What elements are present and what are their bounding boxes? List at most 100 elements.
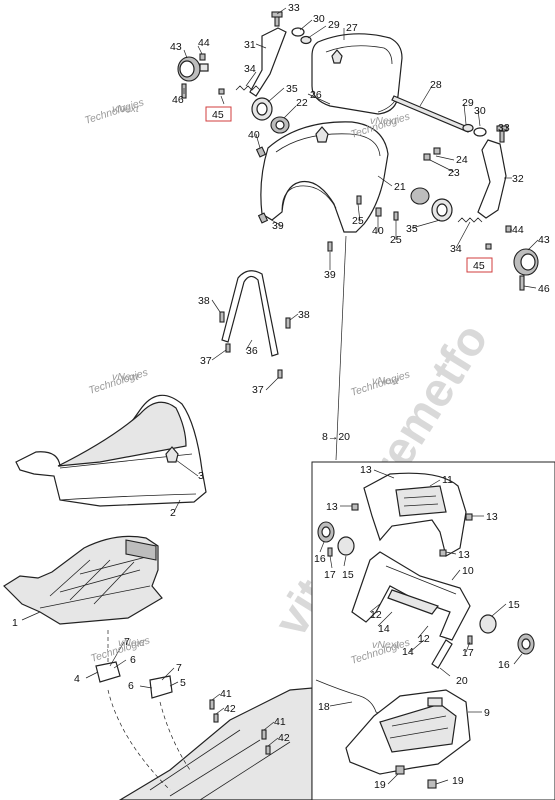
screw-25-b (393, 211, 399, 221)
inset-screw-13-b (465, 513, 473, 521)
callout-30: 30 (313, 13, 325, 25)
bearing-right (410, 187, 430, 205)
latch-right (431, 198, 453, 222)
callout-22: 22 (296, 97, 308, 109)
callout-13: 13 (360, 464, 372, 476)
callout-40: 40 (248, 129, 260, 141)
callout-20: 20 (456, 675, 468, 687)
inset-foot-19-a (395, 765, 405, 775)
bushing-top-left (300, 35, 312, 45)
screw-44-right (505, 225, 512, 233)
spring-right (457, 217, 483, 223)
inset-latch-right (479, 614, 497, 634)
inset-strap (431, 639, 453, 669)
inset-backrest-frame (363, 472, 467, 557)
callout-43: 43 (170, 41, 182, 53)
inset-latch-left (337, 536, 355, 556)
screw-37-left (225, 343, 231, 353)
inset-seat-frame (351, 551, 471, 641)
screw-38-left (219, 311, 225, 323)
bolt-42-b (265, 745, 271, 755)
callout-7: 7 (176, 662, 182, 674)
watermark-4a: vNext (372, 375, 400, 387)
callout-37: 37 (252, 384, 264, 396)
insert-24 (433, 147, 441, 155)
callout-17: 17 (324, 569, 336, 581)
inset-screw-13-a (351, 503, 359, 511)
leader-lines (21, 7, 539, 785)
callout-27: 27 (346, 22, 358, 34)
callout-16: 16 (314, 553, 326, 565)
callout-34: 34 (244, 63, 256, 75)
callout-15: 15 (508, 599, 520, 611)
passenger-seat-base (260, 121, 389, 233)
inset-bearing-left-inner (321, 526, 331, 538)
callout-41: 41 (274, 716, 286, 728)
watermark-5a: vNext (118, 637, 146, 649)
callout-10: 10 (462, 565, 474, 577)
callout-19: 19 (374, 779, 386, 791)
callout-16: 16 (498, 659, 510, 671)
callout-46: 46 (172, 94, 184, 106)
bracket-4-7 (95, 661, 121, 683)
bolt-42-a (213, 713, 219, 723)
highlight-45-right (466, 257, 493, 273)
washer-right (473, 127, 487, 137)
watermark-6a: vNext (372, 639, 400, 651)
callout-25: 25 (390, 234, 402, 246)
callout-9: 9 (484, 707, 490, 719)
seat-pan (3, 535, 163, 625)
callout-12: 12 (418, 633, 430, 645)
latch-left (251, 97, 273, 121)
washer-top-left (291, 27, 305, 37)
pin-40-right (375, 207, 382, 217)
pin-39-b (327, 241, 333, 252)
callout-41: 41 (220, 688, 232, 700)
grab-handle (221, 270, 279, 357)
spring-left (235, 85, 261, 91)
callout-30: 30 (474, 105, 486, 117)
screw-25-a (356, 195, 362, 205)
callout-18: 18 (318, 701, 330, 713)
callout-45: 45 (212, 109, 224, 121)
callout-44: 44 (512, 224, 524, 236)
callout-31: 31 (244, 39, 256, 51)
screw-37-right (277, 369, 283, 379)
pin-46-right (519, 275, 525, 291)
callout-24: 24 (456, 154, 468, 166)
bolt-top-left (271, 11, 283, 27)
callout-39: 39 (272, 220, 284, 232)
backrest-bracket-left (249, 27, 287, 97)
callout-25: 25 (352, 215, 364, 227)
callout-13: 13 (326, 501, 338, 513)
callout-35: 35 (406, 223, 418, 235)
highlight-45-left (205, 106, 232, 122)
callout-2: 2 (170, 507, 176, 519)
backrest-bracket-right (477, 139, 507, 219)
screw-38-right (285, 317, 291, 329)
callout-4: 4 (74, 673, 80, 685)
callout-38: 38 (198, 295, 210, 307)
bearing-left-inner (275, 120, 285, 130)
inset-foot-19-b (427, 779, 437, 789)
callout-33: 33 (498, 122, 510, 134)
callout-14: 14 (378, 623, 390, 635)
inset-pin-17-right (467, 635, 473, 645)
knob-right (513, 248, 539, 276)
callout-1: 1 (12, 617, 18, 629)
callout-37: 37 (200, 355, 212, 367)
callout-19: 19 (452, 775, 464, 787)
callout-6: 6 (128, 680, 134, 692)
callout-42: 42 (278, 732, 290, 744)
callout-29: 29 (462, 97, 474, 109)
inset-cable (315, 679, 385, 717)
callout-33: 33 (288, 2, 300, 14)
bolt-41-a (209, 699, 215, 710)
callout-14: 14 (402, 646, 414, 658)
callout-6: 6 (130, 654, 136, 666)
insert-23 (423, 153, 431, 161)
inset-bearing-right-inner (521, 638, 531, 650)
callout-32: 32 (512, 173, 524, 185)
callout-36: 36 (246, 345, 258, 357)
